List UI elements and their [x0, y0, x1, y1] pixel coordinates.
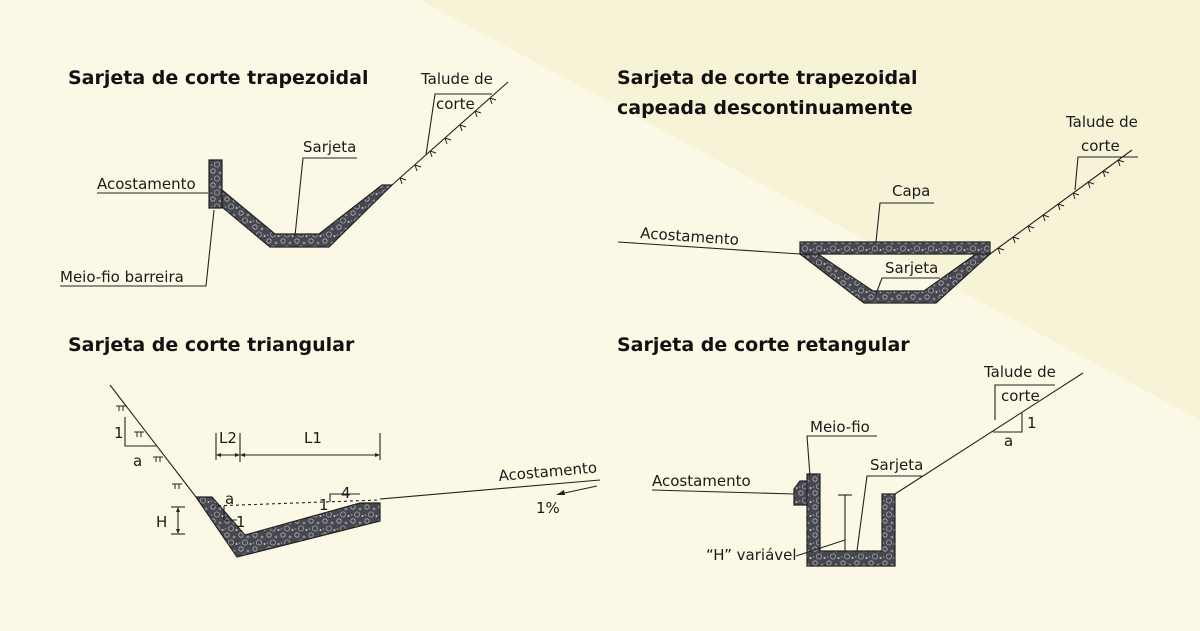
leader-talude	[425, 93, 492, 156]
slope-hatching	[116, 405, 182, 489]
slope-hatching	[399, 97, 497, 185]
label-acostamento: Acostamento	[97, 175, 196, 193]
leader-acostamento	[651, 489, 795, 495]
label-l2: L2	[219, 429, 237, 447]
slope-hatching	[997, 159, 1125, 255]
label-one: 1	[1027, 414, 1037, 432]
cut-slope-line	[109, 384, 197, 498]
inner-slope-triangle	[223, 506, 237, 521]
label-talude-line1: Talude de	[983, 363, 1056, 381]
label-talude-line1: Talude de	[420, 70, 493, 88]
label-h-variavel: “H” variável	[706, 546, 797, 564]
leader-capa	[875, 202, 934, 243]
panel-title-line2: capeada descontinuamente	[617, 97, 913, 119]
panel-title-line1: Sarjeta de corte trapezoidal	[617, 67, 917, 89]
panel-trapezoidal: Sarjeta de corte trapezoidal Talude de c…	[60, 67, 509, 287]
label-l1: L1	[304, 429, 322, 447]
sarjeta-trapezoidal-shape	[221, 184, 394, 248]
leader-sarjeta	[856, 475, 922, 552]
leader-sarjeta	[294, 157, 357, 237]
flow-arrow-line	[559, 485, 598, 495]
dashed-reference-line	[211, 499, 381, 507]
label-acostamento: Acostamento	[640, 224, 740, 249]
flow-arrow-head	[556, 490, 565, 495]
label-a: a	[1004, 432, 1013, 450]
label-talude-line1: Talude de	[1065, 113, 1138, 131]
panel-title: Sarjeta de corte retangular	[617, 334, 910, 356]
leader-h-variavel	[795, 539, 846, 557]
dimension-l2-arrows	[216, 453, 240, 457]
sarjeta-capeada-shape	[798, 253, 992, 304]
panel-title: Sarjeta de corte trapezoidal	[68, 67, 368, 89]
right-slope-triangle	[329, 493, 360, 502]
leader-meio-fio	[806, 435, 877, 477]
leader-acostamento	[617, 241, 801, 255]
label-right-one: 1	[319, 496, 329, 514]
label-h: H	[156, 513, 167, 531]
label-inner-one: 1	[236, 513, 246, 531]
sarjeta-retangular-shape	[806, 473, 896, 567]
leader-sarjeta	[875, 277, 940, 295]
label-slope-a: a	[133, 452, 142, 470]
label-meio-fio-barreira: Meio-fio barreira	[60, 268, 184, 286]
label-capa: Capa	[892, 182, 930, 200]
talude-slope-line	[989, 149, 1133, 255]
label-sarjeta: Sarjeta	[885, 259, 938, 277]
leader-talude	[994, 384, 1055, 420]
panel-capeada: Sarjeta de corte trapezoidal capeada des…	[617, 67, 1138, 304]
slope-triangle	[993, 413, 1023, 433]
label-acostamento: Acostamento	[652, 472, 751, 490]
panel-retangular: Sarjeta de corte retangular Talude de co…	[617, 334, 1084, 567]
label-sarjeta: Sarjeta	[303, 138, 356, 156]
talude-slope-line	[391, 81, 509, 186]
label-meio-fio: Meio-fio	[810, 418, 870, 436]
label-inner-a: a	[225, 490, 234, 508]
label-sarjeta: Sarjeta	[870, 456, 923, 474]
talude-slope-line	[894, 372, 1084, 495]
capa-slab	[799, 241, 991, 255]
label-talude-line2: corte	[1081, 137, 1120, 155]
panel-triangular: Sarjeta de corte triangular 1 a L2 L1 a …	[68, 334, 601, 558]
label-four: 4	[341, 484, 351, 502]
background-band	[420, 0, 1200, 420]
acostamento-line	[379, 479, 601, 500]
label-slope-one: 1	[114, 424, 124, 442]
leader-talude	[1074, 156, 1138, 191]
label-talude-line2: corte	[436, 95, 475, 113]
sarjeta-triangular-shape	[194, 496, 381, 558]
slope-triangle	[124, 417, 156, 447]
label-percent: 1%	[536, 499, 560, 517]
panel-title: Sarjeta de corte triangular	[68, 334, 355, 356]
meio-fio-block	[793, 480, 808, 506]
meio-fio-barreira-block	[208, 159, 223, 209]
leader-meio-fio	[60, 209, 215, 287]
label-talude-line2: corte	[1001, 387, 1040, 405]
